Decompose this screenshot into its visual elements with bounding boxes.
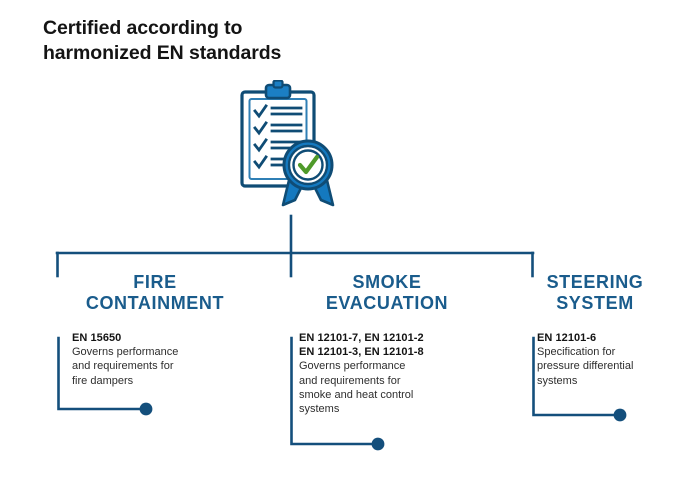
column-3-standards: EN 12101-6 [537, 332, 597, 344]
column-2-end-dot [371, 437, 385, 451]
column-2-description: Governs performance and requirements for… [299, 360, 414, 416]
column-1-description: Governs performance and requirements for… [72, 346, 179, 387]
column-3-description: Specification for pressure differential … [537, 346, 634, 387]
certificate-clipboard-icon [233, 80, 363, 215]
column-2-heading: SMOKE EVACUATION [325, 272, 449, 313]
column-fire-containment: FIRE CONTAINMENT EN 15650 Governs perfor… [40, 272, 270, 388]
column-2-body: EN 12101-7, EN 12101-2 EN 12101-3, EN 12… [299, 331, 494, 416]
page-title: Certified according to harmonized EN sta… [43, 17, 282, 64]
column-smoke-evacuation: SMOKE EVACUATION EN 12101-7, EN 12101-2 … [272, 272, 502, 416]
column-3-body: EN 12101-6 Specification for pressure di… [537, 331, 687, 388]
column-1-body: EN 15650 Governs performance and require… [72, 331, 257, 388]
column-3-heading: STEERING SYSTEM [546, 272, 644, 313]
column-steering-system: STEERING SYSTEM EN 12101-6 Specification… [505, 272, 685, 388]
column-3-end-dot [613, 408, 627, 422]
column-1-heading: FIRE CONTAINMENT [85, 272, 225, 313]
column-1-end-dot [139, 402, 153, 416]
column-1-standards: EN 15650 [72, 332, 122, 344]
column-2-standards: EN 12101-7, EN 12101-2 EN 12101-3, EN 12… [299, 332, 424, 359]
